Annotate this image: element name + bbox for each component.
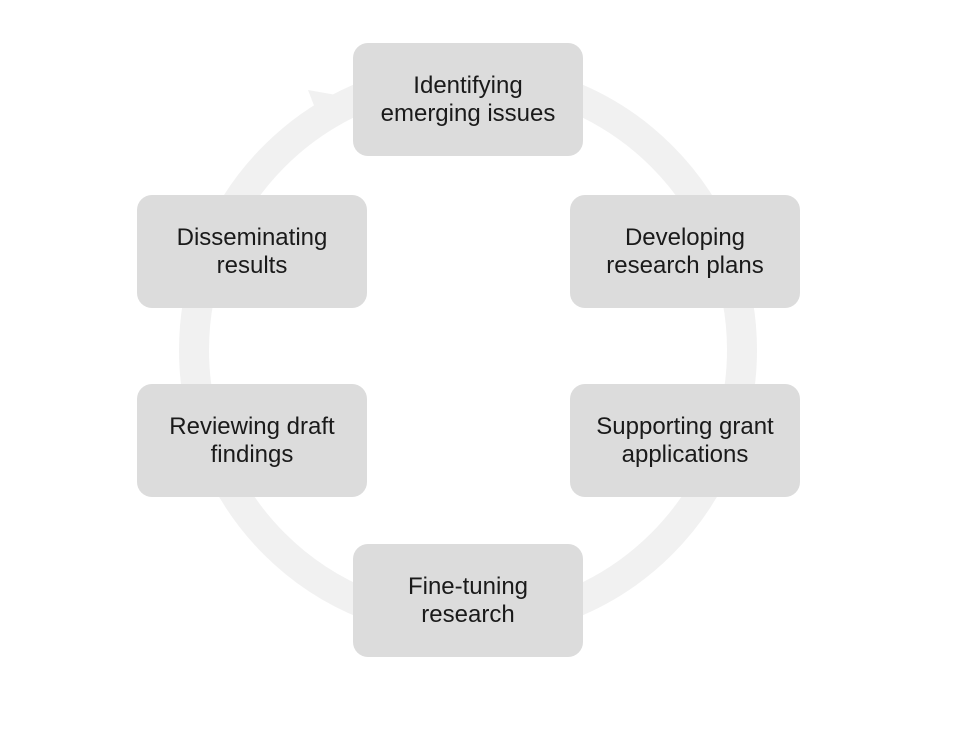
step-reviewing-draft-findings: Reviewing draft findings [137, 384, 367, 497]
step-label-line: Supporting grant [596, 412, 774, 440]
step-developing-research-plans: Developing research plans [570, 195, 800, 308]
step-label: Disseminating results [177, 224, 328, 280]
step-label-line: Developing [624, 223, 746, 251]
step-label: Fine-tuning research [408, 573, 528, 629]
step-label-line: findings [210, 440, 294, 468]
cycle-ring-path [179, 61, 757, 639]
step-label: Supporting grant applications [596, 413, 773, 469]
cycle-arrowhead-icon [308, 90, 342, 126]
step-label: Identifying emerging issues [381, 72, 556, 128]
step-disseminating-results: Disseminating results [137, 195, 367, 308]
step-label-line: research [421, 600, 515, 628]
step-label-line: applications [621, 440, 749, 468]
step-supporting-grant-applications: Supporting grant applications [570, 384, 800, 497]
step-label: Developing research plans [606, 224, 763, 280]
step-label-line: research plans [606, 251, 764, 279]
step-fine-tuning-research: Fine-tuning research [353, 544, 583, 657]
step-label-line: emerging issues [380, 99, 556, 127]
step-label-line: Disseminating [176, 223, 328, 251]
step-label-line: Fine-tuning [407, 572, 529, 600]
step-identifying-emerging-issues: Identifying emerging issues [353, 43, 583, 156]
step-label-line: Identifying [413, 71, 523, 99]
step-label: Reviewing draft findings [169, 413, 334, 469]
step-label-line: results [216, 251, 288, 279]
step-label-line: Reviewing draft [169, 412, 335, 440]
